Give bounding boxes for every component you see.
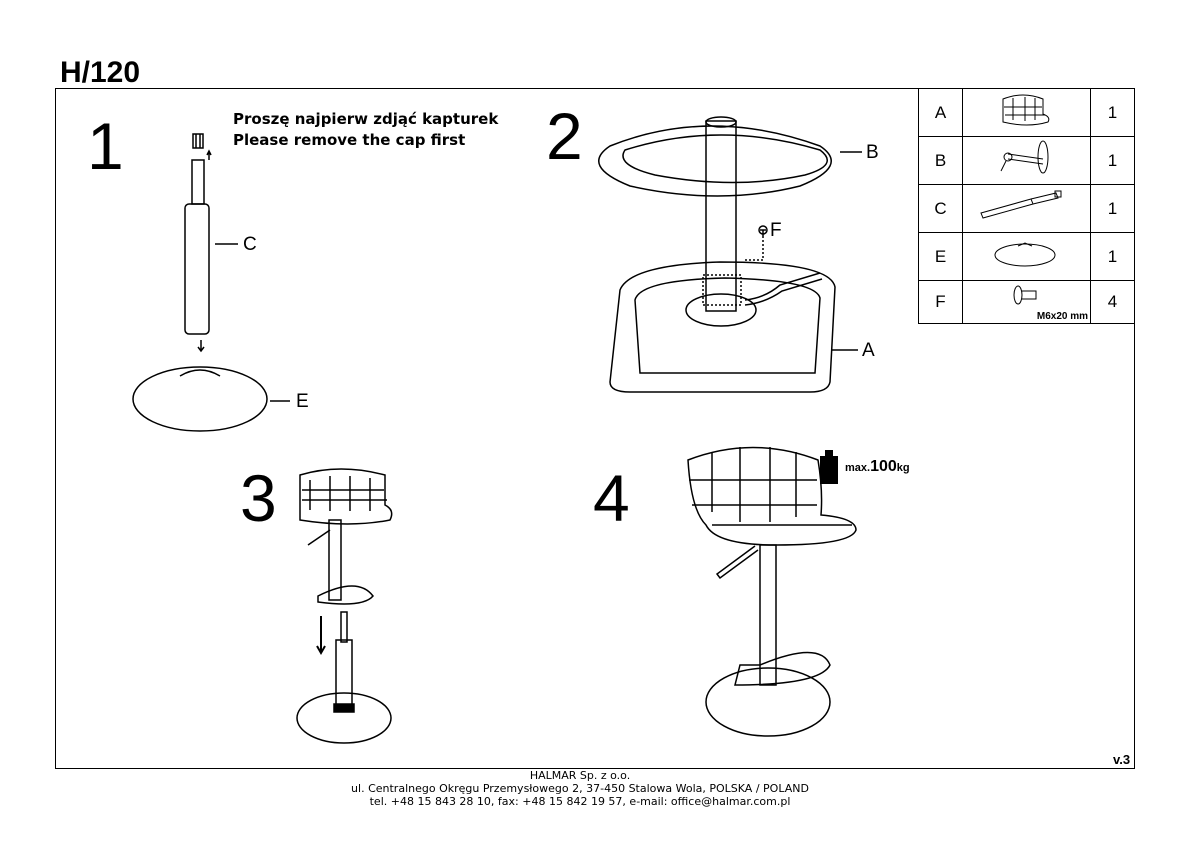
gas-lift-icon xyxy=(962,184,1091,233)
footer-company: HALMAR Sp. z o.o. xyxy=(529,769,631,782)
step-number-2: 2 xyxy=(546,99,583,173)
base-icon xyxy=(962,232,1091,281)
step1-gas-lift-drawing xyxy=(132,133,290,432)
part-quantity: 4 xyxy=(1090,280,1135,324)
part-letter: E xyxy=(918,232,963,281)
table-row: F M6x20 mm 4 xyxy=(918,280,1135,324)
footrest-mechanism-icon xyxy=(962,136,1091,185)
label-e: E xyxy=(296,391,309,412)
part-letter: B xyxy=(918,136,963,185)
footer-address: ul. Centralnego Okręgu Przemysłowego 2, … xyxy=(351,782,809,795)
part-letter: F xyxy=(918,280,963,324)
screw-spec: M6x20 mm xyxy=(1036,311,1088,322)
part-letter: C xyxy=(918,184,963,233)
label-c: C xyxy=(243,234,257,255)
max-load-badge: max.100kg xyxy=(845,458,910,476)
part-letter: A xyxy=(918,88,963,137)
step4-finished-stool-drawing xyxy=(687,446,857,737)
max-load-value: 100 xyxy=(870,458,897,475)
step3-assembly-drawing xyxy=(296,468,393,744)
step-number-4: 4 xyxy=(593,461,630,535)
footer-contact: tel. +48 15 843 28 10, fax: +48 15 842 1… xyxy=(369,795,791,808)
part-quantity: 1 xyxy=(1090,184,1135,233)
part-quantity: 1 xyxy=(1090,88,1135,137)
seat-icon xyxy=(962,88,1091,137)
table-row: C 1 xyxy=(918,184,1135,233)
instruction-english: Please remove the cap first xyxy=(233,131,466,149)
step1-instruction: Proszę najpierw zdjąć kapturek Please re… xyxy=(233,109,498,151)
step-number-3: 3 xyxy=(240,461,277,535)
instruction-polish: Proszę najpierw zdjąć kapturek xyxy=(233,110,499,128)
part-quantity: 1 xyxy=(1090,136,1135,185)
step2-seat-footrest-drawing xyxy=(598,116,862,393)
max-load-prefix: max. xyxy=(845,462,871,474)
max-load-unit: kg xyxy=(896,462,910,474)
table-row: B 1 xyxy=(918,136,1135,185)
footer: HALMAR Sp. z o.o. ul. Centralnego Okręgu… xyxy=(0,769,1160,808)
label-f: F xyxy=(770,220,782,241)
step-number-1: 1 xyxy=(87,109,124,183)
version-label: v.3 xyxy=(1113,752,1131,767)
part-quantity: 1 xyxy=(1090,232,1135,281)
table-row: A 1 xyxy=(918,88,1135,137)
table-row: E 1 xyxy=(918,232,1135,281)
label-b: B xyxy=(866,142,879,163)
parts-table: A 1 B 1 C 1 E 1 F M6x20 mm 4 xyxy=(918,88,1135,324)
instructions-frame xyxy=(55,88,1135,769)
product-code: H/120 xyxy=(60,56,141,89)
screw-icon: M6x20 mm xyxy=(962,280,1091,324)
label-a: A xyxy=(862,340,875,361)
